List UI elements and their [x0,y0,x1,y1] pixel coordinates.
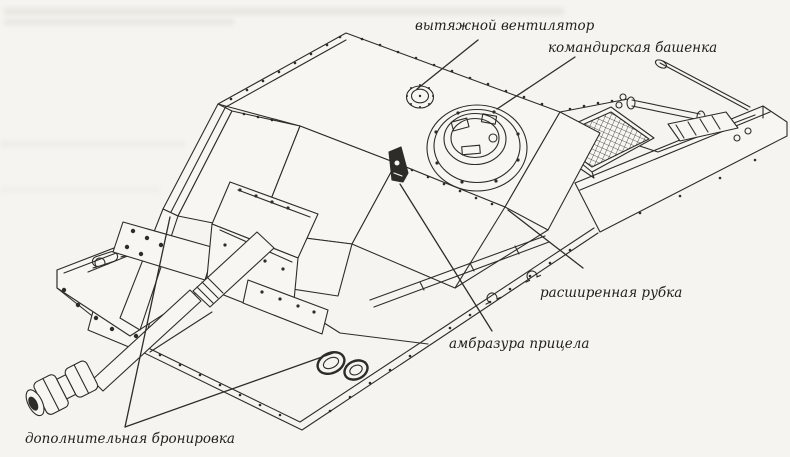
rivet-row [229,35,544,206]
leader-additional-armor [124,216,337,428]
label-extended-casemate: расширенная рубка [540,285,682,301]
label-sight-embrasure: амбразура прицела [449,336,589,352]
side-pipe [369,235,550,308]
tow-shackles [316,350,369,381]
leader-extended-casemate [507,209,584,269]
gun-sight-housing [388,146,409,183]
gun-recuperator-sleeve [192,231,275,308]
bolt-cluster [124,228,164,257]
rivet-row [638,158,757,215]
label-exhaust-fan: вытяжной вентилятор [415,18,595,34]
commanders-cupola [426,104,528,192]
leader-commanders-cupola [496,56,576,110]
label-additional-armor: дополнительная бронировка [25,431,235,447]
drivers-visor-box [242,279,329,335]
antenna-rod [654,59,751,111]
figure-labels: вытяжной вентилятор командирская башенка… [25,18,717,447]
muzzle-brake [25,360,99,417]
cupola-bolts [434,110,520,184]
leader-exhaust-fan [416,39,479,90]
rivet-row [223,188,290,271]
exhaust-fan-dome [405,84,435,109]
rivet-row [568,99,614,111]
jack-tool [667,111,752,142]
leader-lines [124,39,584,428]
bolt-row [61,287,115,332]
label-commanders-cupola: командирская башенка [548,40,717,56]
leader-sight-embrasure [399,183,493,332]
gun-barrel [91,289,202,392]
